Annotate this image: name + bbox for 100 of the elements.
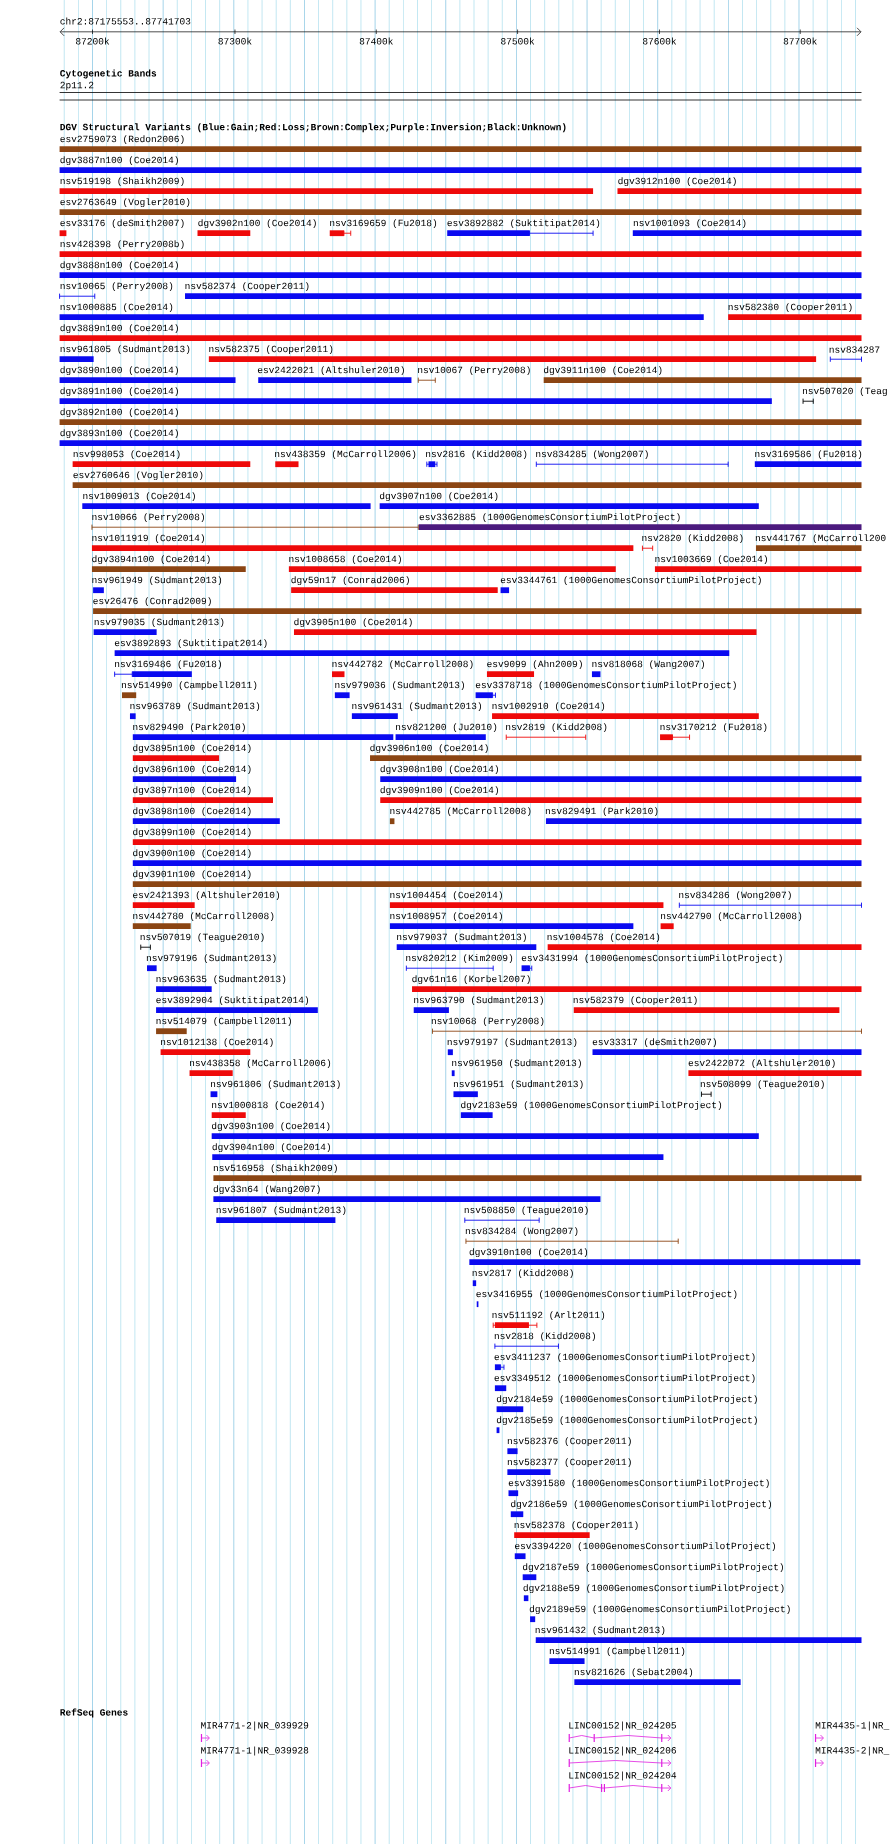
variant-label: nsv961806 (Sudmant2013): [211, 1080, 340, 1090]
gene-label: MIR4771-1|NR_039928: [201, 1746, 309, 1756]
variant-label: dgv3894n100 (Coe2014): [92, 555, 210, 565]
variant-label: nsv998053 (Coe2014): [73, 450, 180, 460]
variant-label: nsv507019 (Teague2010): [140, 933, 264, 943]
variant-label: dgv3887n100 (Coe2014): [60, 156, 178, 166]
variant-label: nsv1009013 (Coe2014): [83, 492, 195, 502]
variant-label: dgv3910n100 (Coe2014): [469, 1248, 588, 1258]
variant-label: nsv979035 (Sudmant2013): [94, 618, 224, 628]
variant-label: nsv582378 (Cooper2011): [514, 1521, 638, 1531]
variant-label: nsv961432 (Sudmant2013): [535, 1626, 665, 1636]
variant-label: nsv2819 (Kidd2008): [506, 723, 607, 733]
variant-label: dgv3903n100 (Coe2014): [211, 1122, 330, 1132]
gene-label: MIR4435-1|NR_: [815, 1721, 890, 1731]
variant-label: esv3378718 (1000GenomesConsortiumPilotProject): [475, 681, 736, 691]
variant-label: nsv428398 (Perry2008b): [60, 240, 184, 250]
variant-label: nsv10068 (Perry2008): [431, 1017, 544, 1027]
variant-label: dgv3895n100 (Coe2014): [133, 744, 251, 754]
variant-label: nsv442782 (McCarroll2008): [332, 660, 473, 670]
gene-label: MIR4771-2|NR_039929: [201, 1721, 309, 1731]
variant-label: nsv1008658 (Coe2014): [289, 555, 401, 565]
variant-label: dgv3898n100 (Coe2014): [133, 807, 251, 817]
variant-label: dgv59n17 (Conrad2006): [291, 576, 409, 586]
variant-label: nsv1004454 (Coe2014): [390, 891, 502, 901]
variant-label: nsv514991 (Campbell2011): [549, 1647, 685, 1657]
variant-label: nsv961949 (Sudmant2013): [92, 576, 222, 586]
variant-label: nsv834287: [829, 346, 880, 353]
variant-label: esv3391580 (1000GenomesConsortiumPilotProject): [508, 1479, 769, 1489]
variant-label: nsv961951 (Sudmant2013): [453, 1080, 583, 1090]
variant-label: nsv2816 (Kidd2008): [426, 450, 527, 460]
variant-label: nsv438358 (McCarroll2006): [190, 1059, 331, 1069]
variant-label: dgv2188e59 (1000GenomesConsortiumPilotProject): [523, 1584, 784, 1594]
variant-label: nsv979196 (Sudmant2013): [146, 954, 276, 964]
variant-label: dgv33n64 (Wang2007): [213, 1185, 320, 1195]
variant-label: nsv582376 (Cooper2011): [507, 1437, 631, 1447]
variant-label: dgv3905n100 (Coe2014): [294, 618, 412, 628]
variant-label: nsv821626 (Sebat2004): [574, 1668, 693, 1678]
variant-label: nsv3169486 (Fu2018): [115, 660, 221, 670]
variant-label: nsv511192 (Arlt2011): [492, 1311, 605, 1321]
variant-label: dgv3900n100 (Coe2014): [133, 849, 251, 859]
variant-label: esv3362885 (1000GenomesConsortiumPilotProject): [419, 513, 680, 523]
variant-label: dgv2189e59 (1000GenomesConsortiumPilotProject): [529, 1605, 790, 1615]
variant-label: dgv3904n100 (Coe2014): [212, 1143, 330, 1153]
variant-label: dgv61n16 (Korbel2007): [412, 975, 530, 985]
variant-label: nsv438359 (McCarroll2006): [275, 450, 416, 460]
variant-label: dgv2185e59 (1000GenomesConsortiumPilotProject): [496, 1416, 757, 1426]
variant-label: esv3431994 (1000GenomesConsortiumPilotProject): [521, 954, 782, 964]
variant-label: nsv582379 (Cooper2011): [573, 996, 697, 1006]
variant-label: nsv834286 (Wong2007): [679, 891, 791, 901]
variant-label: nsv963789 (Sudmant2013): [130, 702, 260, 712]
variant-label: esv3344761 (1000GenomesConsortiumPilotProject): [500, 576, 761, 586]
variant-label: esv33176 (deSmith2007): [60, 219, 184, 229]
track-title: DGV Structural Variants (Blue:Gain;Red:Loss;Brown:Complex;Purple:Inversion;Black:Unknown): [60, 123, 566, 133]
gene-label: MIR4435-2|NR_: [815, 1746, 890, 1756]
tick-label: 87200k: [76, 37, 110, 45]
variant-label: nsv1012138 (Coe2014): [161, 1038, 273, 1048]
variant-label: esv3349512 (1000GenomesConsortiumPilotProject): [494, 1374, 755, 1384]
track-title: Cytogenetic Bands: [60, 69, 157, 79]
variant-label: nsv829491 (Park2010): [545, 807, 658, 817]
variant-label: nsv2818 (Kidd2008): [494, 1332, 595, 1342]
variant-label: nsv508099 (Teague2010): [700, 1080, 824, 1090]
variant-label: dgv3889n100 (Coe2014): [60, 324, 178, 334]
variant-label: esv3892904 (Suktitipat2014): [156, 996, 308, 1006]
variant-label: nsv1000818 (Coe2014): [212, 1101, 324, 1111]
coordinate-label: chr2:87175553..87741703: [60, 17, 191, 25]
variant-label: nsv442780 (McCarroll2008): [133, 912, 274, 922]
variant-label: nsv3169586 (Fu2018): [755, 450, 862, 460]
tick-label: 87400k: [359, 37, 393, 45]
variant-label: esv2422072 (Altshuler2010): [688, 1059, 835, 1069]
tick-label: 87300k: [218, 37, 252, 45]
variant-label: nsv979037 (Sudmant2013): [397, 933, 526, 943]
variant-label: esv3394220 (1000GenomesConsortiumPilotProject): [515, 1542, 775, 1552]
variant-label: dgv3891n100 (Coe2014): [60, 387, 178, 397]
variant-label: dgv3911n100 (Coe2014): [543, 366, 662, 376]
variant-label: dgv2186e59 (1000GenomesConsortiumPilotProject): [511, 1500, 771, 1510]
variant-label: nsv979036 (Sudmant2013): [335, 681, 464, 691]
variant-label: dgv3899n100 (Coe2014): [133, 828, 251, 838]
variant-label: esv3892893 (Suktitipat2014): [114, 639, 267, 649]
variant-label: nsv821200 (Ju2010): [396, 723, 497, 733]
tick-label: 87600k: [643, 37, 677, 45]
variant-label: esv33317 (deSmith2007): [592, 1038, 716, 1048]
track-title: RefSeq Genes: [60, 1708, 128, 1718]
variant-label: nsv10065 (Perry2008): [60, 282, 173, 292]
variant-label: nsv829490 (Park2010): [133, 723, 245, 733]
variant-label: nsv961950 (Sudmant2013): [452, 1059, 581, 1069]
variant-label: esv2421393 (Altshuler2010): [133, 891, 280, 901]
variant-label: dgv3912n100 (Coe2014): [618, 177, 736, 187]
variant-label: dgv3893n100 (Coe2014): [60, 429, 178, 439]
variant-label: esv2763649 (Vogler2010): [60, 198, 190, 208]
variant-label: nsv508850 (Teague2010): [464, 1206, 588, 1216]
variant-label: nsv979197 (Sudmant2013): [447, 1038, 577, 1048]
variant-label: esv26476 (Conrad2009): [93, 597, 211, 607]
variant-label: nsv507020 (Teag: [802, 387, 887, 397]
variant-label: nsv442790 (McCarroll2008): [661, 912, 802, 922]
variant-label: dgv2184e59 (1000GenomesConsortiumPilotProject): [496, 1395, 757, 1405]
variant-label: nsv1000885 (Coe2014): [60, 303, 173, 313]
variant-label: dgv3906n100 (Coe2014): [370, 744, 488, 754]
variant-label: nsv834284 (Wong2007): [465, 1227, 578, 1237]
variant-label: nsv2820 (Kidd2008): [642, 534, 743, 544]
variant-label: nsv1003669 (Coe2014): [655, 555, 767, 565]
